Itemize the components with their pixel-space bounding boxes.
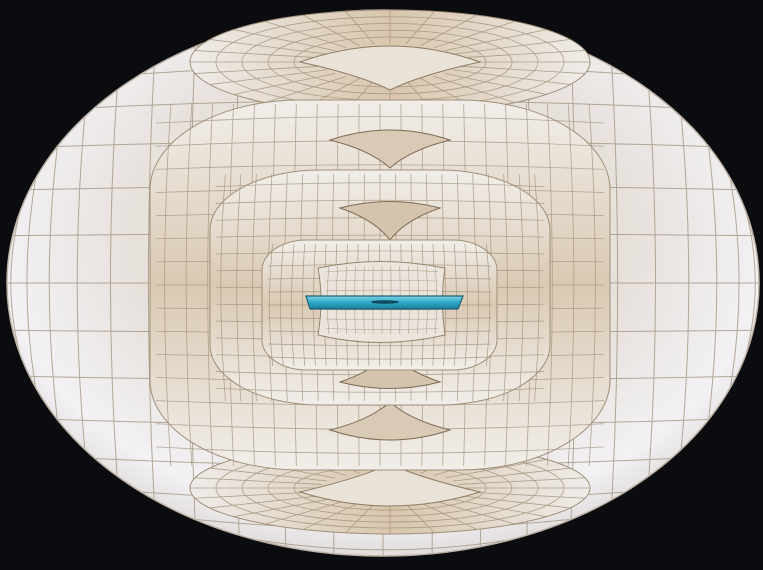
central-ring: [306, 296, 463, 309]
top-cap: [190, 10, 590, 114]
